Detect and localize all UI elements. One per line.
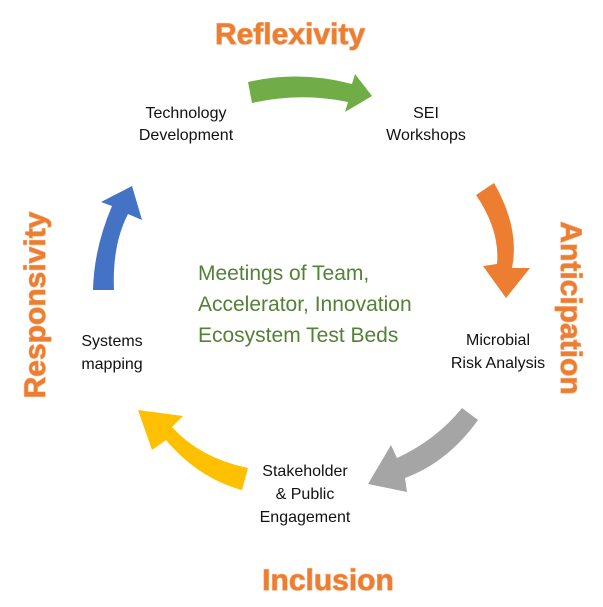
pillar-responsivity: Responsivity bbox=[19, 211, 52, 398]
node-technology-development: Technology Development bbox=[139, 105, 234, 144]
svg-text:Accelerator, Innovation: Accelerator, Innovation bbox=[198, 293, 412, 316]
arrow-green-reflexivity bbox=[248, 74, 372, 112]
pillar-inclusion: Inclusion bbox=[262, 564, 394, 597]
pillar-anticipation: Anticipation bbox=[554, 221, 587, 394]
svg-text:Meetings of Team,: Meetings of Team, bbox=[198, 262, 369, 285]
svg-text:mapping: mapping bbox=[81, 356, 142, 373]
svg-text:Workshops: Workshops bbox=[386, 127, 466, 144]
svg-text:Development: Development bbox=[139, 127, 234, 144]
arrow-blue-responsivity bbox=[93, 186, 142, 290]
pillar-reflexivity: Reflexivity bbox=[215, 18, 365, 51]
svg-text:Microbial: Microbial bbox=[466, 332, 530, 349]
svg-text:Risk Analysis: Risk Analysis bbox=[451, 355, 545, 372]
node-microbial-risk-analysis: Microbial Risk Analysis bbox=[451, 332, 545, 372]
center-text: Meetings of Team, Accelerator, Innovatio… bbox=[198, 262, 412, 347]
svg-text:Engagement: Engagement bbox=[260, 509, 351, 526]
svg-text:SEI: SEI bbox=[413, 105, 439, 122]
node-stakeholder-public-engagement: Stakeholder & Public Engagement bbox=[260, 463, 351, 526]
arrow-gray-inclusion bbox=[368, 408, 478, 492]
node-sei-workshops: SEI Workshops bbox=[386, 105, 466, 144]
arrow-orange-anticipation bbox=[476, 183, 530, 298]
svg-text:Ecosystem Test Beds: Ecosystem Test Beds bbox=[198, 324, 398, 347]
svg-text:Technology: Technology bbox=[146, 105, 227, 122]
svg-text:& Public: & Public bbox=[276, 486, 335, 503]
arrow-yellow-responsivity bbox=[138, 410, 248, 490]
svg-text:Stakeholder: Stakeholder bbox=[262, 463, 348, 480]
node-systems-mapping: Systems mapping bbox=[81, 333, 142, 373]
svg-text:Systems: Systems bbox=[81, 333, 142, 350]
